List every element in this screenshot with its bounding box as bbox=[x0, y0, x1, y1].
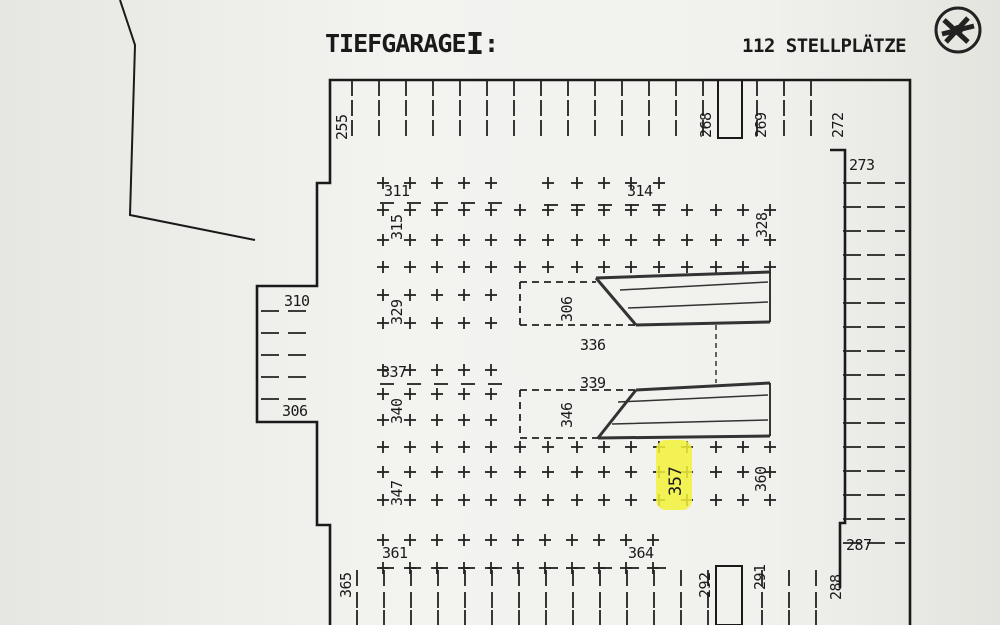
space-label-314: 314 bbox=[627, 182, 653, 200]
stair-core-bottom bbox=[715, 565, 743, 625]
space-label-255: 255 bbox=[333, 114, 351, 140]
ramp-upper bbox=[594, 270, 771, 383]
stair-core-top bbox=[717, 79, 743, 139]
space-label-288: 288 bbox=[827, 574, 845, 600]
space-label-346: 346 bbox=[558, 402, 576, 428]
space-label-329: 329 bbox=[388, 299, 406, 325]
space-label-268: 268 bbox=[697, 112, 715, 138]
space-label-273: 273 bbox=[849, 156, 875, 174]
space-label-287: 287 bbox=[846, 536, 872, 554]
space-label-315: 315 bbox=[388, 214, 406, 240]
title-numeral: I bbox=[466, 27, 483, 62]
parking-space-markers bbox=[261, 80, 905, 625]
space-label-311: 311 bbox=[384, 182, 410, 200]
capacity-label: 112 STELLPLÄTZE bbox=[742, 33, 906, 57]
space-label-364: 364 bbox=[628, 544, 654, 562]
space-label-365: 365 bbox=[337, 572, 355, 598]
space-label-272: 272 bbox=[829, 112, 847, 138]
space-label-328: 328 bbox=[753, 212, 771, 238]
space-label-337: 337 bbox=[381, 363, 407, 381]
space-label-339: 339 bbox=[580, 374, 606, 392]
compass-rose-icon bbox=[934, 6, 982, 54]
space-label-347: 347 bbox=[388, 480, 406, 506]
title-colon: : bbox=[484, 29, 498, 58]
space-label-336: 336 bbox=[580, 336, 606, 354]
space-label-310: 310 bbox=[284, 292, 310, 310]
space-label-306-left: 306 bbox=[282, 402, 308, 420]
space-labels: 255 268 269 272 273 311 314 315 328 310 … bbox=[282, 112, 875, 600]
space-label-269: 269 bbox=[752, 112, 770, 138]
space-label-357: 357 bbox=[666, 467, 686, 496]
ramp-upper-dashed-edge bbox=[519, 281, 636, 326]
space-label-360: 360 bbox=[752, 466, 770, 492]
page-title: TIEFGARAGE bbox=[325, 29, 466, 58]
space-357-highlight bbox=[656, 440, 692, 510]
inner-perimeter-wall bbox=[830, 148, 847, 588]
space-label-292: 292 bbox=[696, 572, 714, 598]
space-label-306-ramp: 306 bbox=[558, 296, 576, 322]
space-label-340: 340 bbox=[388, 398, 406, 424]
site-boundary-line bbox=[119, 0, 256, 241]
ramp-lower bbox=[596, 381, 771, 440]
outer-wall bbox=[255, 78, 912, 625]
space-label-291: 291 bbox=[751, 564, 769, 590]
ramp-lower-dashed-edge bbox=[519, 389, 636, 439]
space-label-361: 361 bbox=[382, 544, 408, 562]
